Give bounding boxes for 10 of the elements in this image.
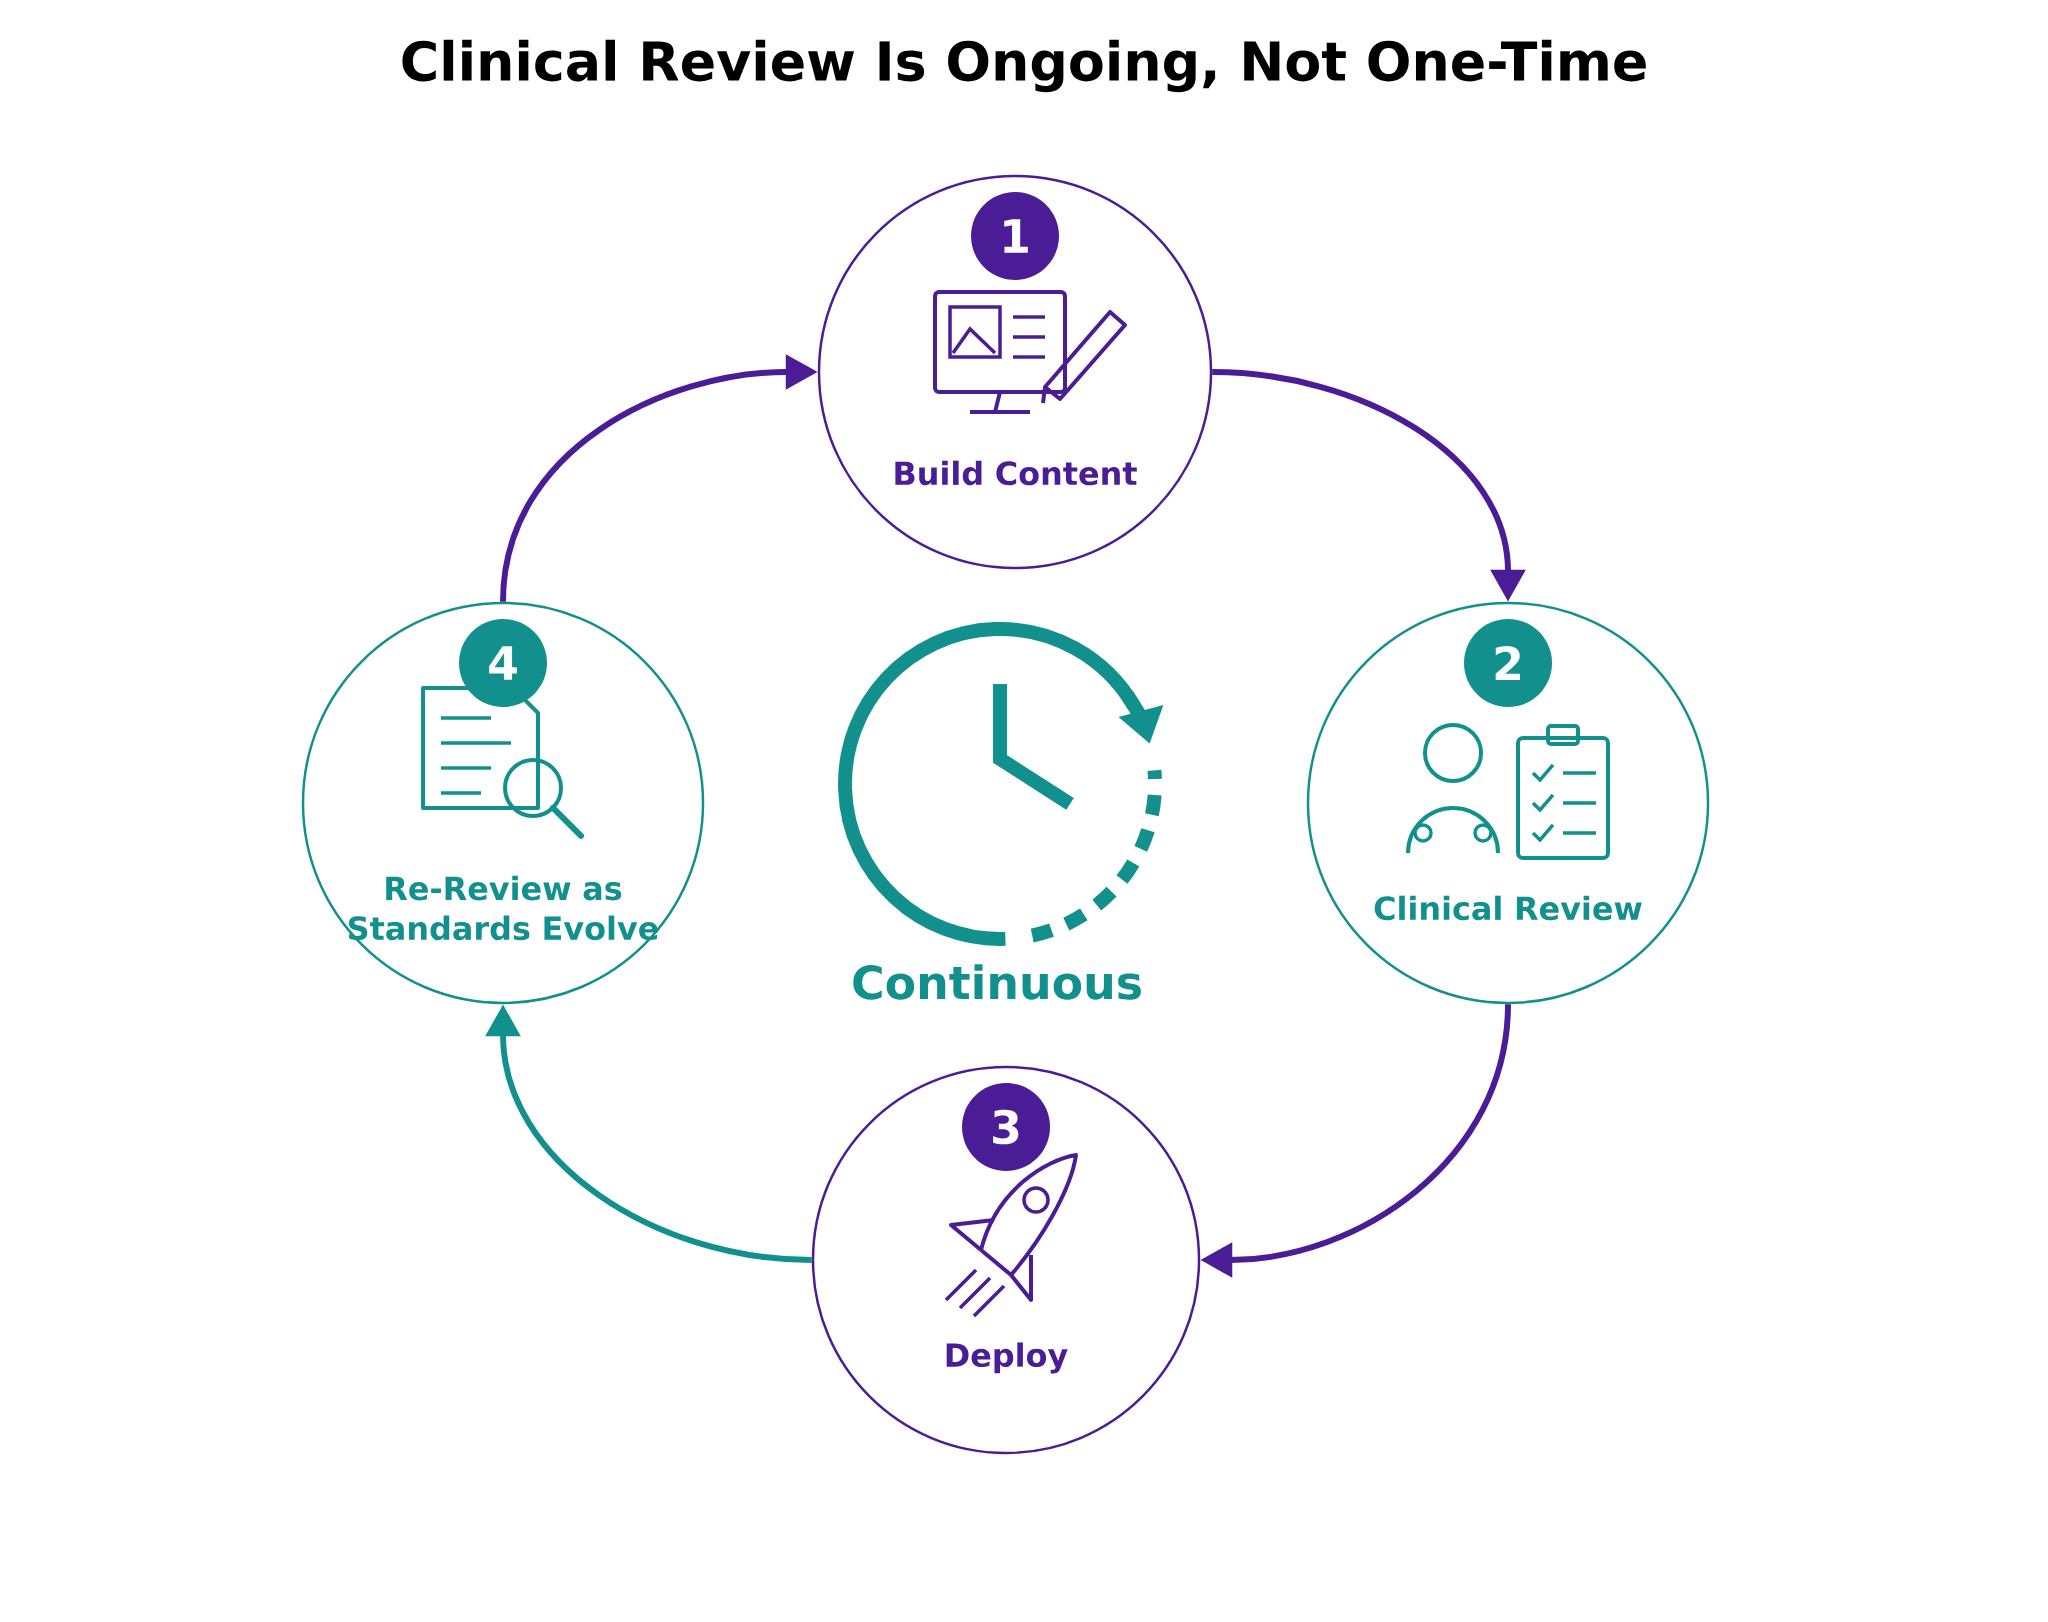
step-label: Clinical Review [1374,895,1642,921]
number-badge: 4 [459,619,547,707]
step-label: Re-Review as Standards Evolve [348,875,658,941]
number-badge: 3 [962,1083,1050,1171]
number-badge: 2 [1464,619,1552,707]
step-label: Build Content [895,460,1137,486]
step-label: Deploy [946,1342,1068,1374]
number-badge: 1 [971,192,1059,280]
center-label: Continuous [853,964,1141,1000]
title: Clinical Review Is Ongoing, Not One-Time [402,39,1646,93]
